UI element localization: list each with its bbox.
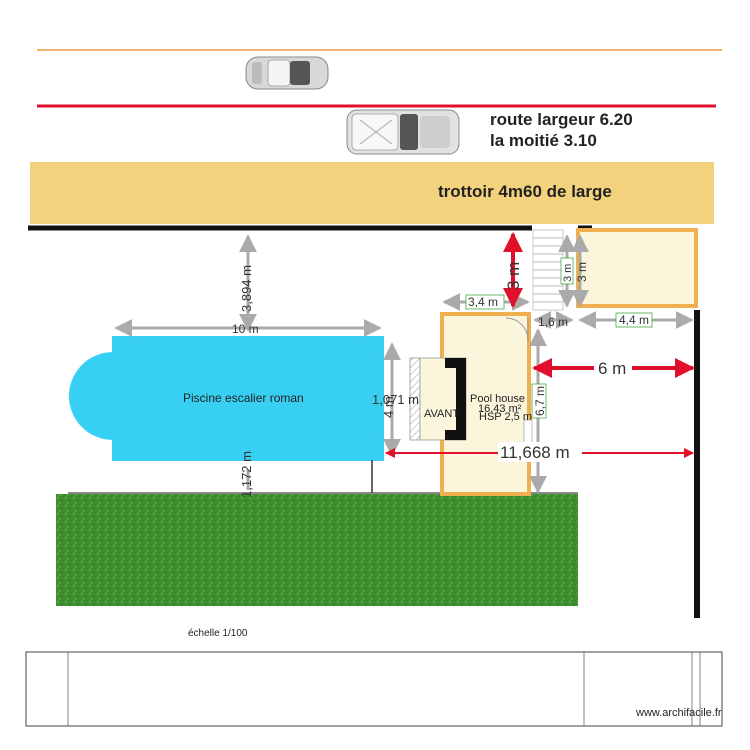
dim-label-4: 4 m <box>381 396 396 418</box>
dim-label-67: 6,7 m <box>533 386 547 416</box>
lawn <box>56 494 578 606</box>
suv-icon <box>346 109 460 155</box>
entrance-stairs <box>532 229 564 311</box>
watermark-label: www.archifacile.fr <box>635 707 722 719</box>
pool <box>69 336 384 461</box>
dim-label-3-red: 3 m <box>504 262 523 290</box>
pool-house-name: Pool house <box>470 393 525 405</box>
pool-house-area: 16,43 m² <box>478 403 522 415</box>
dim-label-6: 6 m <box>598 359 626 378</box>
annex-building <box>576 228 698 308</box>
road-half-label: la moitié 3.10 <box>490 131 597 150</box>
avant-label: AVANT <box>424 408 459 420</box>
elevation-strip <box>25 651 723 727</box>
dim-label-1172: 1,172 m <box>239 451 254 498</box>
dim-label-10: 10 m <box>232 322 259 336</box>
dim-label-11668: 11,668 m <box>500 443 570 462</box>
sidewalk <box>30 162 714 224</box>
dim-label-3-small-a: 3 m <box>562 264 574 282</box>
dim-label-34: 3,4 m <box>468 295 498 309</box>
avant-wall <box>445 358 466 440</box>
dim-label-16: 1,6 m <box>538 315 568 329</box>
sidewalk-label: trottoir 4m60 de large <box>438 182 612 201</box>
dim-label-3-small-b: 3 m <box>575 262 589 282</box>
pool-label: Piscine escalier roman <box>183 391 304 405</box>
dim-label-3894: 3,894 m <box>239 265 254 312</box>
dim-label-1071: 1,071 m <box>372 392 419 407</box>
scale-label: échelle 1/100 <box>188 628 248 639</box>
car-icon <box>245 56 329 90</box>
pool-house-hsp: HSP 2,5 m <box>479 411 532 423</box>
dim-label-44: 4,4 m <box>619 313 649 327</box>
road-width-label: route largeur 6.20 <box>490 110 633 129</box>
